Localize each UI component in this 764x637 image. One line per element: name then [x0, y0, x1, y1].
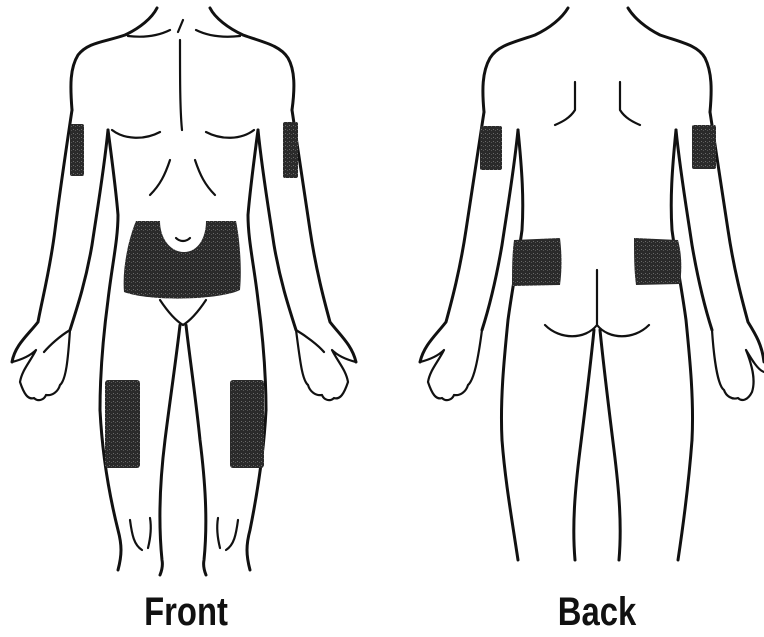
back-neck-right [628, 8, 711, 112]
front-left-leg-inner [160, 325, 180, 575]
front-crotch [160, 300, 206, 325]
front-figure [12, 8, 356, 575]
front-knees [130, 518, 238, 550]
front-neck-right [210, 8, 294, 110]
injection-site-abdomen [124, 221, 241, 299]
back-right-hand [712, 330, 764, 400]
back-right-leg-inner [600, 330, 620, 560]
front-right-leg-inner [186, 325, 206, 575]
front-chest [112, 40, 254, 138]
back-shoulder-blades [555, 82, 640, 125]
front-left-arm-outer [12, 110, 72, 362]
back-label: Back [515, 590, 679, 635]
injection-site-back-left-buttock [512, 238, 562, 286]
injection-site-back-right-arm [692, 125, 716, 169]
back-right-leg-outer [678, 440, 692, 560]
front-label: Front [104, 590, 268, 635]
front-neck-left [71, 8, 157, 110]
back-left-leg-inner [574, 330, 594, 560]
front-right-arm-outer [292, 110, 356, 362]
injection-site-front-left-arm [70, 124, 84, 176]
injection-site-front-right-arm [283, 122, 298, 178]
injection-site-front-right-thigh [230, 380, 264, 468]
injection-site-front-left-thigh [105, 380, 140, 468]
back-neck-left [483, 8, 568, 112]
back-figure [420, 8, 764, 560]
back-left-arm-outer [420, 112, 484, 362]
injection-site-back-left-arm [480, 126, 502, 170]
back-buttocks [545, 270, 649, 336]
back-left-leg-outer [502, 440, 518, 560]
injection-site-back-right-buttock [634, 238, 681, 285]
back-right-arm-outer [710, 112, 764, 362]
